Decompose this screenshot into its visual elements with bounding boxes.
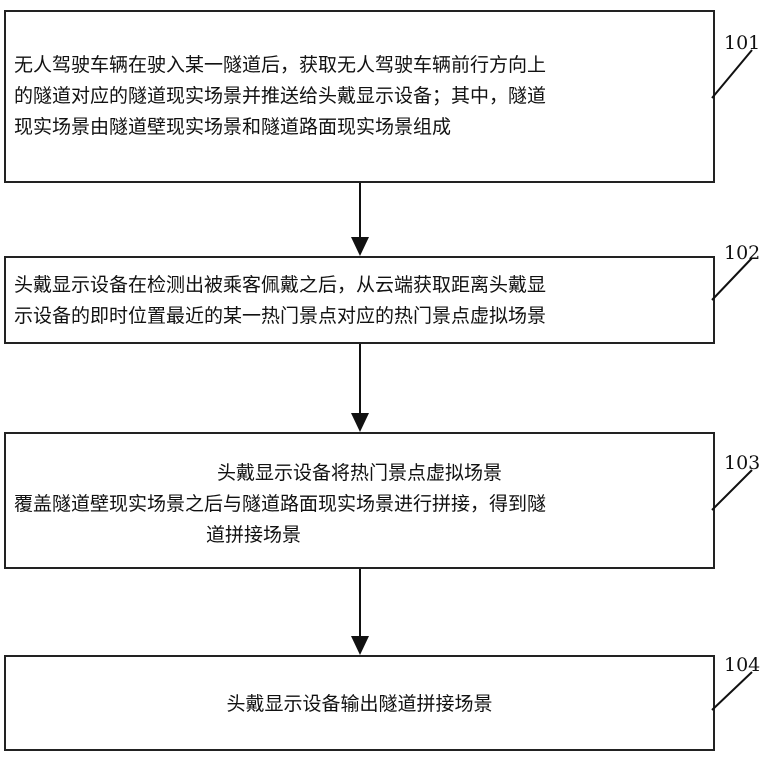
leader-line-103 [712, 470, 752, 510]
flow-arrow-101-102 [351, 183, 369, 256]
leader-line-101 [712, 50, 752, 98]
leader-line-104 [712, 672, 752, 710]
flow-arrow-102-103 [351, 344, 369, 432]
leader-line-102 [712, 258, 752, 300]
flow-arrow-103-104 [351, 569, 369, 655]
